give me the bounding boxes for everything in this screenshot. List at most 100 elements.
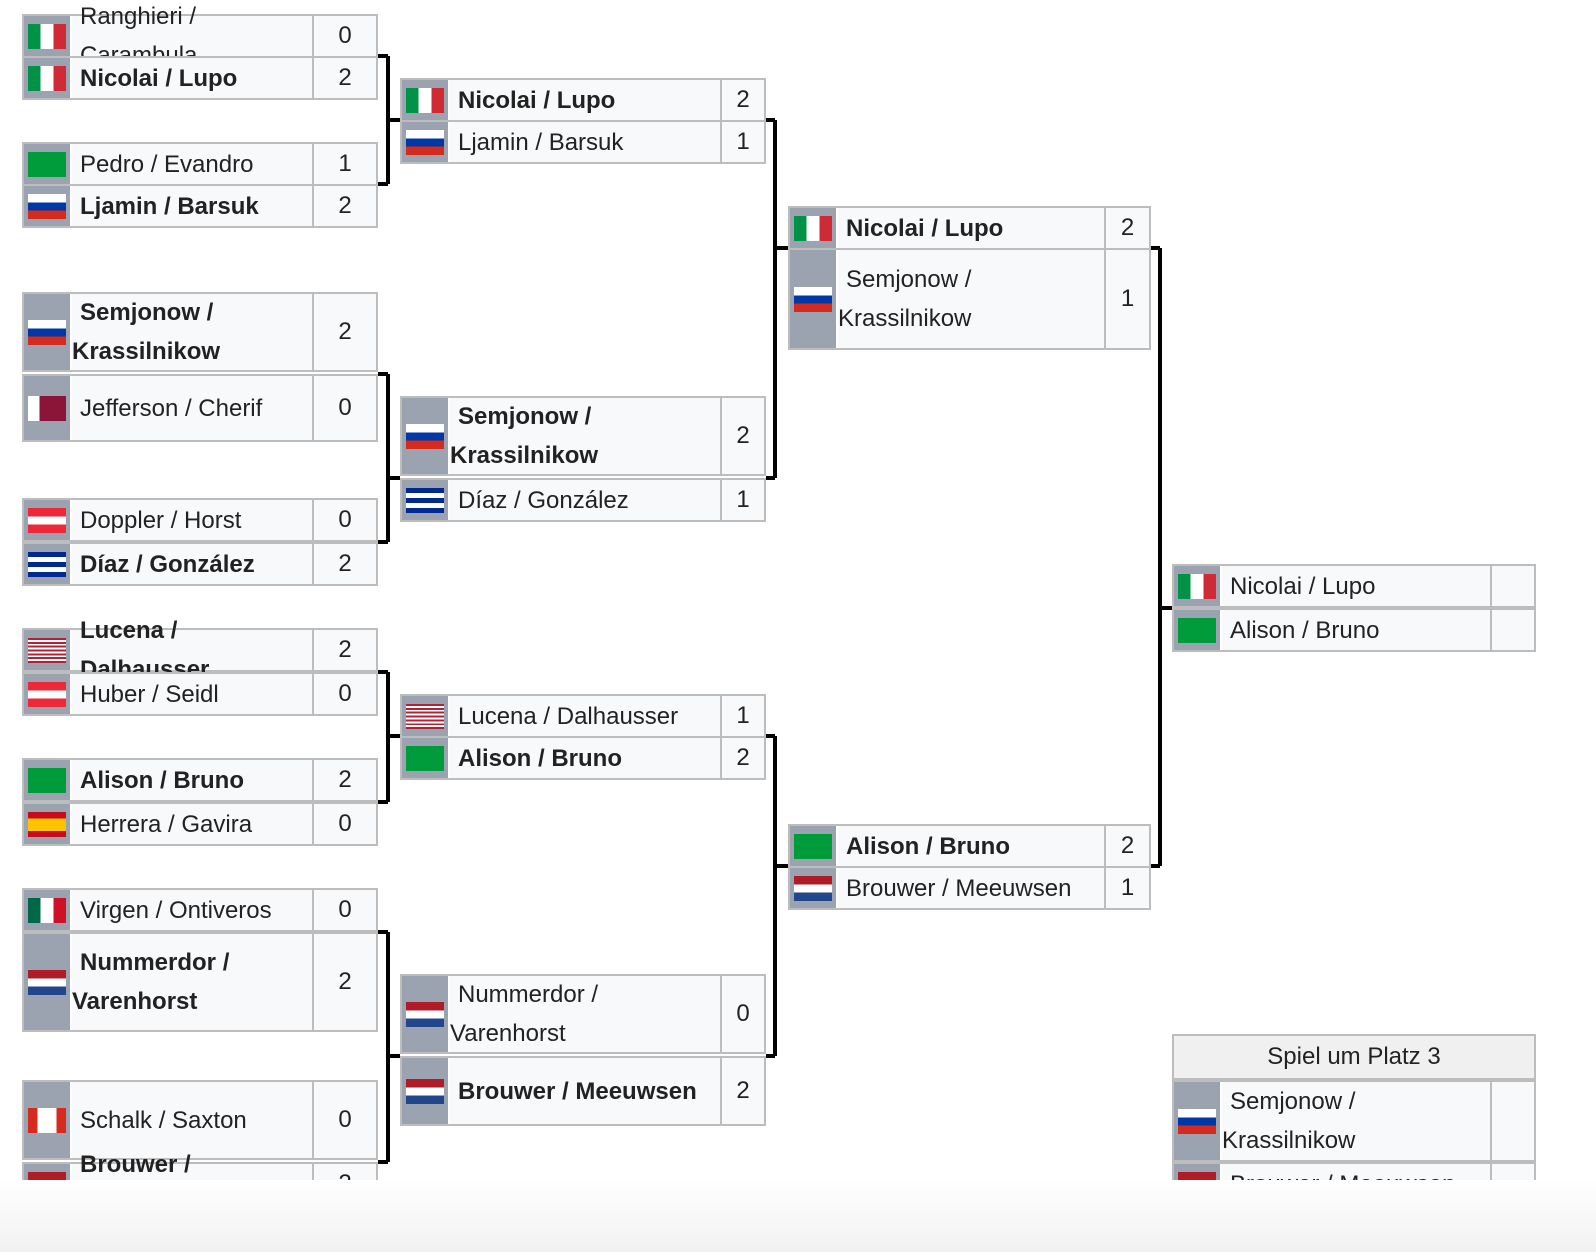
bracket-connector (378, 372, 388, 376)
team-score: 1 (722, 696, 764, 736)
team-name[interactable]: Alison / Bruno (1220, 610, 1492, 650)
flag-br-icon (28, 767, 66, 793)
team-name[interactable]: Lucena / Dalhausser (448, 696, 722, 736)
team-name[interactable]: Nicolai / Lupo (836, 208, 1106, 248)
team-name[interactable]: Ljamin / Barsuk (70, 186, 314, 226)
flag-br-icon (406, 745, 444, 771)
team-name[interactable]: Nicolai / Lupo (448, 80, 722, 120)
team-name-text: Jefferson / Cherif (80, 394, 263, 422)
flag-cell (24, 760, 70, 800)
team-name[interactable]: Alison / Bruno (836, 826, 1106, 866)
team-score: 2 (314, 294, 376, 370)
team-name-text: Huber / Seidl (80, 680, 219, 708)
third-place-header: Spiel um Platz 3 (1172, 1034, 1536, 1080)
team-score: 2 (1106, 826, 1149, 866)
flag-cell (24, 804, 70, 844)
third-place-title: Spiel um Platz 3 (1267, 1043, 1441, 1070)
team-name[interactable]: Jefferson / Cherif (70, 376, 314, 440)
team-name[interactable]: Brouwer / Meeuwsen (448, 1058, 722, 1124)
team-name[interactable]: Lucena / Dalhausser (70, 617, 314, 683)
bracket-connector (766, 1054, 775, 1058)
flag-cell (24, 544, 70, 584)
flag-cell (24, 376, 70, 440)
flag-cell (24, 500, 70, 540)
team-name-text: Alison / Bruno (458, 744, 622, 772)
flag-nl-icon (794, 875, 832, 901)
flag-cell (24, 144, 70, 184)
flag-us-icon (28, 637, 66, 663)
team-score: 1 (722, 480, 764, 520)
team-score: 2 (314, 544, 376, 584)
team-name[interactable]: Ljamin / Barsuk (448, 122, 722, 162)
team-score: 1 (1106, 250, 1149, 348)
team-row: Ranghieri / Carambula0 (22, 3, 378, 69)
team-name[interactable]: Nummerdor /Varenhorst (70, 934, 314, 1030)
bracket-connector (386, 932, 390, 1162)
flag-cell (1174, 610, 1220, 650)
bracket-connector (378, 182, 388, 186)
team-name[interactable]: Schalk / Saxton (70, 1082, 314, 1158)
team-name[interactable]: Semjonow /Krassilnikow (836, 250, 1106, 348)
flag-cell (402, 976, 448, 1052)
team-name[interactable]: Nicolai / Lupo (1220, 566, 1492, 606)
team-name[interactable]: Nummerdor /Varenhorst (448, 976, 722, 1052)
flag-cell (24, 1082, 70, 1158)
bracket-connector (378, 800, 388, 804)
team-name[interactable]: Brouwer / Meeuwsen (836, 868, 1106, 908)
team-name[interactable]: Semjonow /Krassilnikow (1220, 1082, 1492, 1160)
team-name[interactable]: Huber / Seidl (70, 674, 314, 714)
bracket-connector (378, 670, 388, 674)
team-score: 0 (314, 890, 376, 930)
team-name[interactable]: Alison / Bruno (448, 738, 722, 778)
team-name[interactable]: Virgen / Ontiveros (70, 890, 314, 930)
team-score (1492, 566, 1534, 606)
team-name-line2: Varenhorst (72, 988, 198, 1015)
flag-br-icon (794, 833, 832, 859)
flag-br-icon (28, 151, 66, 177)
team-row: Jefferson / Cherif 0 (22, 374, 378, 442)
team-name[interactable]: Semjonow /Krassilnikow (70, 294, 314, 370)
team-name[interactable]: Díaz / González (70, 544, 314, 584)
team-name[interactable]: Díaz / González (448, 480, 722, 520)
team-name-text: Díaz / González (458, 486, 629, 514)
bracket-connector (378, 1160, 388, 1164)
team-name[interactable]: Alison / Bruno (70, 760, 314, 800)
team-name-text: Lucena / Dalhausser (458, 702, 679, 730)
team-name[interactable]: Doppler / Horst (70, 500, 314, 540)
team-score (1492, 610, 1534, 650)
bracket-connector (766, 476, 775, 480)
team-name[interactable]: Pedro / Evandro (70, 144, 314, 184)
team-name[interactable]: Nicolai / Lupo (70, 58, 314, 98)
bracket-connector (773, 120, 777, 478)
team-name[interactable]: Ranghieri / Carambula (70, 3, 314, 69)
flag-cell (1174, 1082, 1220, 1160)
flag-cell (790, 250, 836, 348)
team-score: 2 (314, 934, 376, 1030)
team-name-line1: Semjonow / (846, 266, 972, 293)
flag-es-icon (28, 811, 66, 837)
flag-nl-icon (28, 969, 66, 995)
team-score: 0 (314, 376, 376, 440)
flag-cell (24, 16, 70, 56)
team-row: Nicolai / Lupo (1172, 564, 1536, 608)
team-name[interactable]: Herrera / Gavira (70, 804, 314, 844)
flag-cell (24, 58, 70, 98)
flag-ru-icon (1178, 1108, 1216, 1134)
team-name-line1: Semjonow / (1230, 1088, 1356, 1115)
team-name[interactable]: Semjonow /Krassilnikow (448, 398, 722, 474)
flag-cell (24, 186, 70, 226)
team-row: Lucena / Dalhausser 1 (400, 694, 766, 738)
flag-it-icon (28, 65, 66, 91)
bracket-connector (388, 1054, 400, 1058)
team-score: 2 (1106, 208, 1149, 248)
team-name-text: Ranghieri / Carambula (80, 3, 197, 69)
